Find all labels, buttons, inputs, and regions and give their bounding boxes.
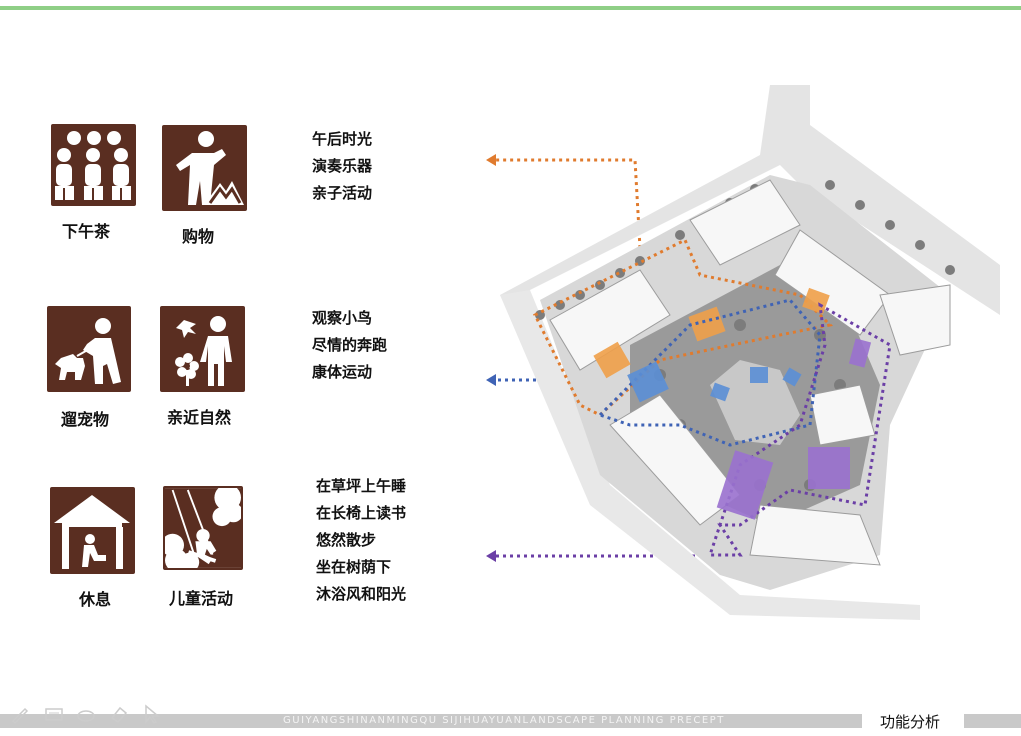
- rest-label: 休息: [79, 590, 112, 609]
- orange-zone-activities: 午后时光 演奏乐器 亲子活动: [312, 126, 372, 207]
- footer-project-title: GUIYANGSHINANMINGQU SIJIHUAYUANLANDSCAPE…: [283, 715, 725, 726]
- ink-tool-icon[interactable]: [76, 704, 96, 724]
- pen-tool-icon[interactable]: [10, 704, 30, 724]
- blue-zone-activities: 观察小鸟 尽情的奔跑 康体运动: [312, 305, 387, 386]
- activity-item: 悠然散步: [316, 531, 377, 549]
- activity-item: 在草坪上午睡: [316, 477, 407, 495]
- activity-item: 午后时光: [312, 130, 373, 148]
- pointer-tool-icon[interactable]: [142, 704, 162, 724]
- slides-tool-icon[interactable]: [44, 704, 64, 724]
- footer-right-bar: [964, 714, 1021, 728]
- activity-item: 坐在树荫下: [316, 558, 392, 576]
- footer-bar: [0, 714, 862, 728]
- children-swing-icon: [163, 486, 243, 570]
- afternoon-tea-label: 下午茶: [62, 222, 111, 241]
- activity-item: 演奏乐器: [312, 157, 373, 175]
- activity-item: 尽情的奔跑: [312, 336, 388, 354]
- walk-pet-icon: [47, 306, 131, 392]
- pavilion-rest-icon: [50, 487, 135, 574]
- top-accent-bar: [0, 6, 1021, 10]
- activity-item: 沐浴风和阳光: [316, 585, 407, 603]
- afternoon-tea-icon: [51, 124, 136, 206]
- site-plan-map: [480, 85, 1010, 620]
- purple-zone-activities: 在草坪上午睡 在长椅上读书 悠然散步 坐在树荫下 沐浴风和阳光: [316, 473, 406, 608]
- shopping-icon: [162, 125, 247, 211]
- walk-pet-label: 遛宠物: [61, 410, 110, 429]
- shopping-label: 购物: [182, 227, 215, 246]
- section-title: 功能分析: [880, 713, 941, 731]
- activity-item: 在长椅上读书: [316, 504, 407, 522]
- eraser-tool-icon[interactable]: [108, 704, 128, 724]
- children-label: 儿童活动: [169, 589, 234, 608]
- nature-label: 亲近自然: [167, 408, 232, 427]
- activity-item: 观察小鸟: [312, 309, 373, 327]
- nature-icon: [160, 306, 245, 392]
- activity-item: 亲子活动: [312, 184, 373, 202]
- activity-item: 康体运动: [312, 363, 373, 381]
